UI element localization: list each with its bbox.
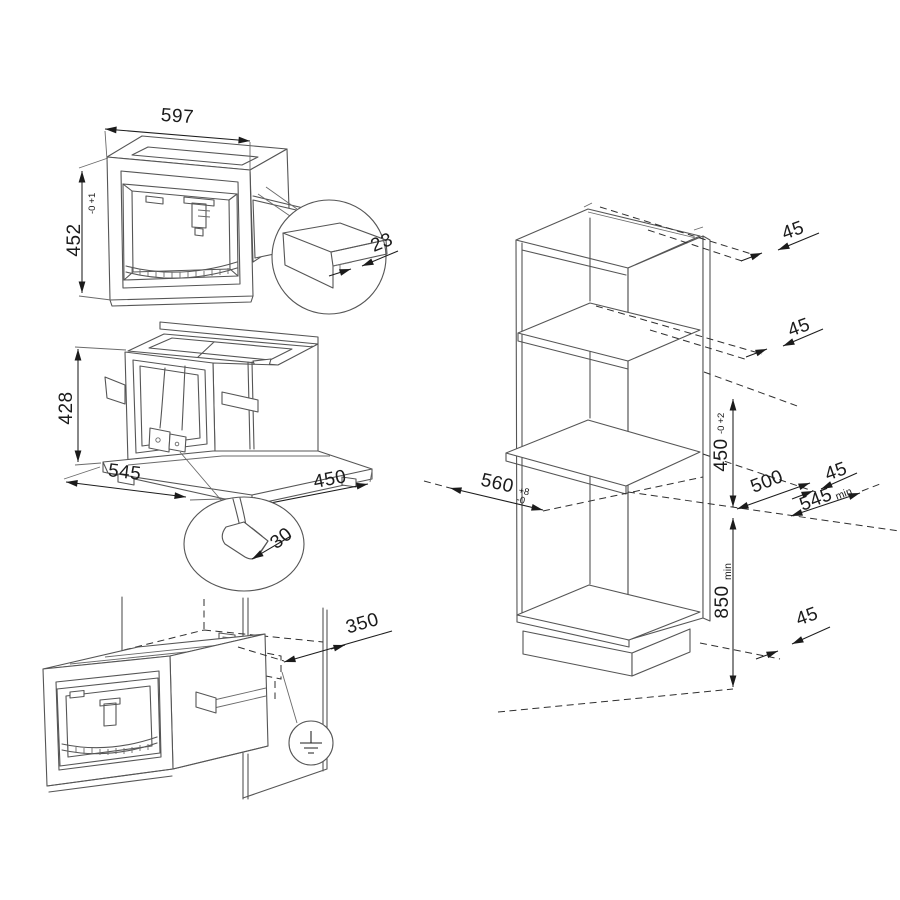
niche-height-tolerance: -0+2 xyxy=(716,413,727,434)
dim-cabinet-depth: 545 min xyxy=(790,484,861,517)
dim-base-height: 850 min xyxy=(712,518,737,687)
rear-view: 428 545 450 30 xyxy=(56,321,373,592)
ground-symbol-icon xyxy=(300,731,322,754)
install-view: 350 xyxy=(42,596,393,800)
shelf xyxy=(505,419,701,495)
top-gap-label: 45 xyxy=(779,217,807,244)
rear-depth-label: 545 xyxy=(107,460,143,485)
cabinet-depth-label: 545 xyxy=(797,484,836,516)
dim-niche-height: 450 -0+2 xyxy=(711,399,737,507)
niche-depth-tol-lower: -0 xyxy=(515,494,526,507)
cabinet-depth-suffix: min xyxy=(834,485,854,502)
ground-callout xyxy=(281,671,334,766)
dim-niche-depth: 560 +8 -0 xyxy=(449,470,544,511)
appliance-rear-drawing xyxy=(102,321,373,509)
base-height-label: 850 xyxy=(712,585,733,618)
front-height-tolerance: -0+1 xyxy=(87,193,98,214)
cabinet-view: 45 45 450 -0+2 500 545 min 45 560 xyxy=(423,202,900,713)
interior-light xyxy=(145,195,164,205)
socket-offset-label: 350 xyxy=(344,609,382,638)
power-cables xyxy=(148,365,187,453)
niche-depth-label: 560 xyxy=(479,470,516,498)
niche-depth-tol-upper: +8 xyxy=(517,485,530,498)
rear-height-label: 428 xyxy=(56,391,77,424)
front-width-label: 597 xyxy=(160,105,195,128)
dim-rear-height: 428 xyxy=(56,346,127,466)
niche-rear-gap-label: 45 xyxy=(822,458,850,485)
shelf xyxy=(517,302,701,370)
front-height-label: 452 xyxy=(64,223,85,256)
base-gap-label: 45 xyxy=(793,603,821,630)
cabinet-bottom xyxy=(516,584,701,677)
dim-gap-bottom: 45 xyxy=(755,603,831,660)
niche-width-label: 500 xyxy=(748,466,787,498)
construction-lines xyxy=(423,206,900,713)
dim-gap-middle: 45 xyxy=(745,314,824,358)
cabinet-column-drawing xyxy=(505,202,711,677)
dim-front-width: 597 xyxy=(104,105,251,172)
coffee-spout xyxy=(183,196,215,237)
appliance-install-drawing xyxy=(42,633,269,793)
dim-front-height: 452 -0+1 xyxy=(64,157,112,301)
drip-grille xyxy=(125,261,238,279)
base-height-suffix: min xyxy=(722,563,734,580)
magnifier-circle xyxy=(271,199,387,315)
niche-height-label: 450 xyxy=(711,438,732,471)
mid-gap-label: 45 xyxy=(785,314,813,341)
dim-gap-top: 45 xyxy=(740,217,820,262)
detail-circle-plug: 30 xyxy=(179,451,305,592)
front-view: 597 452 -0+1 23 xyxy=(64,105,399,315)
detail-circle-trim: 23 xyxy=(257,186,399,315)
